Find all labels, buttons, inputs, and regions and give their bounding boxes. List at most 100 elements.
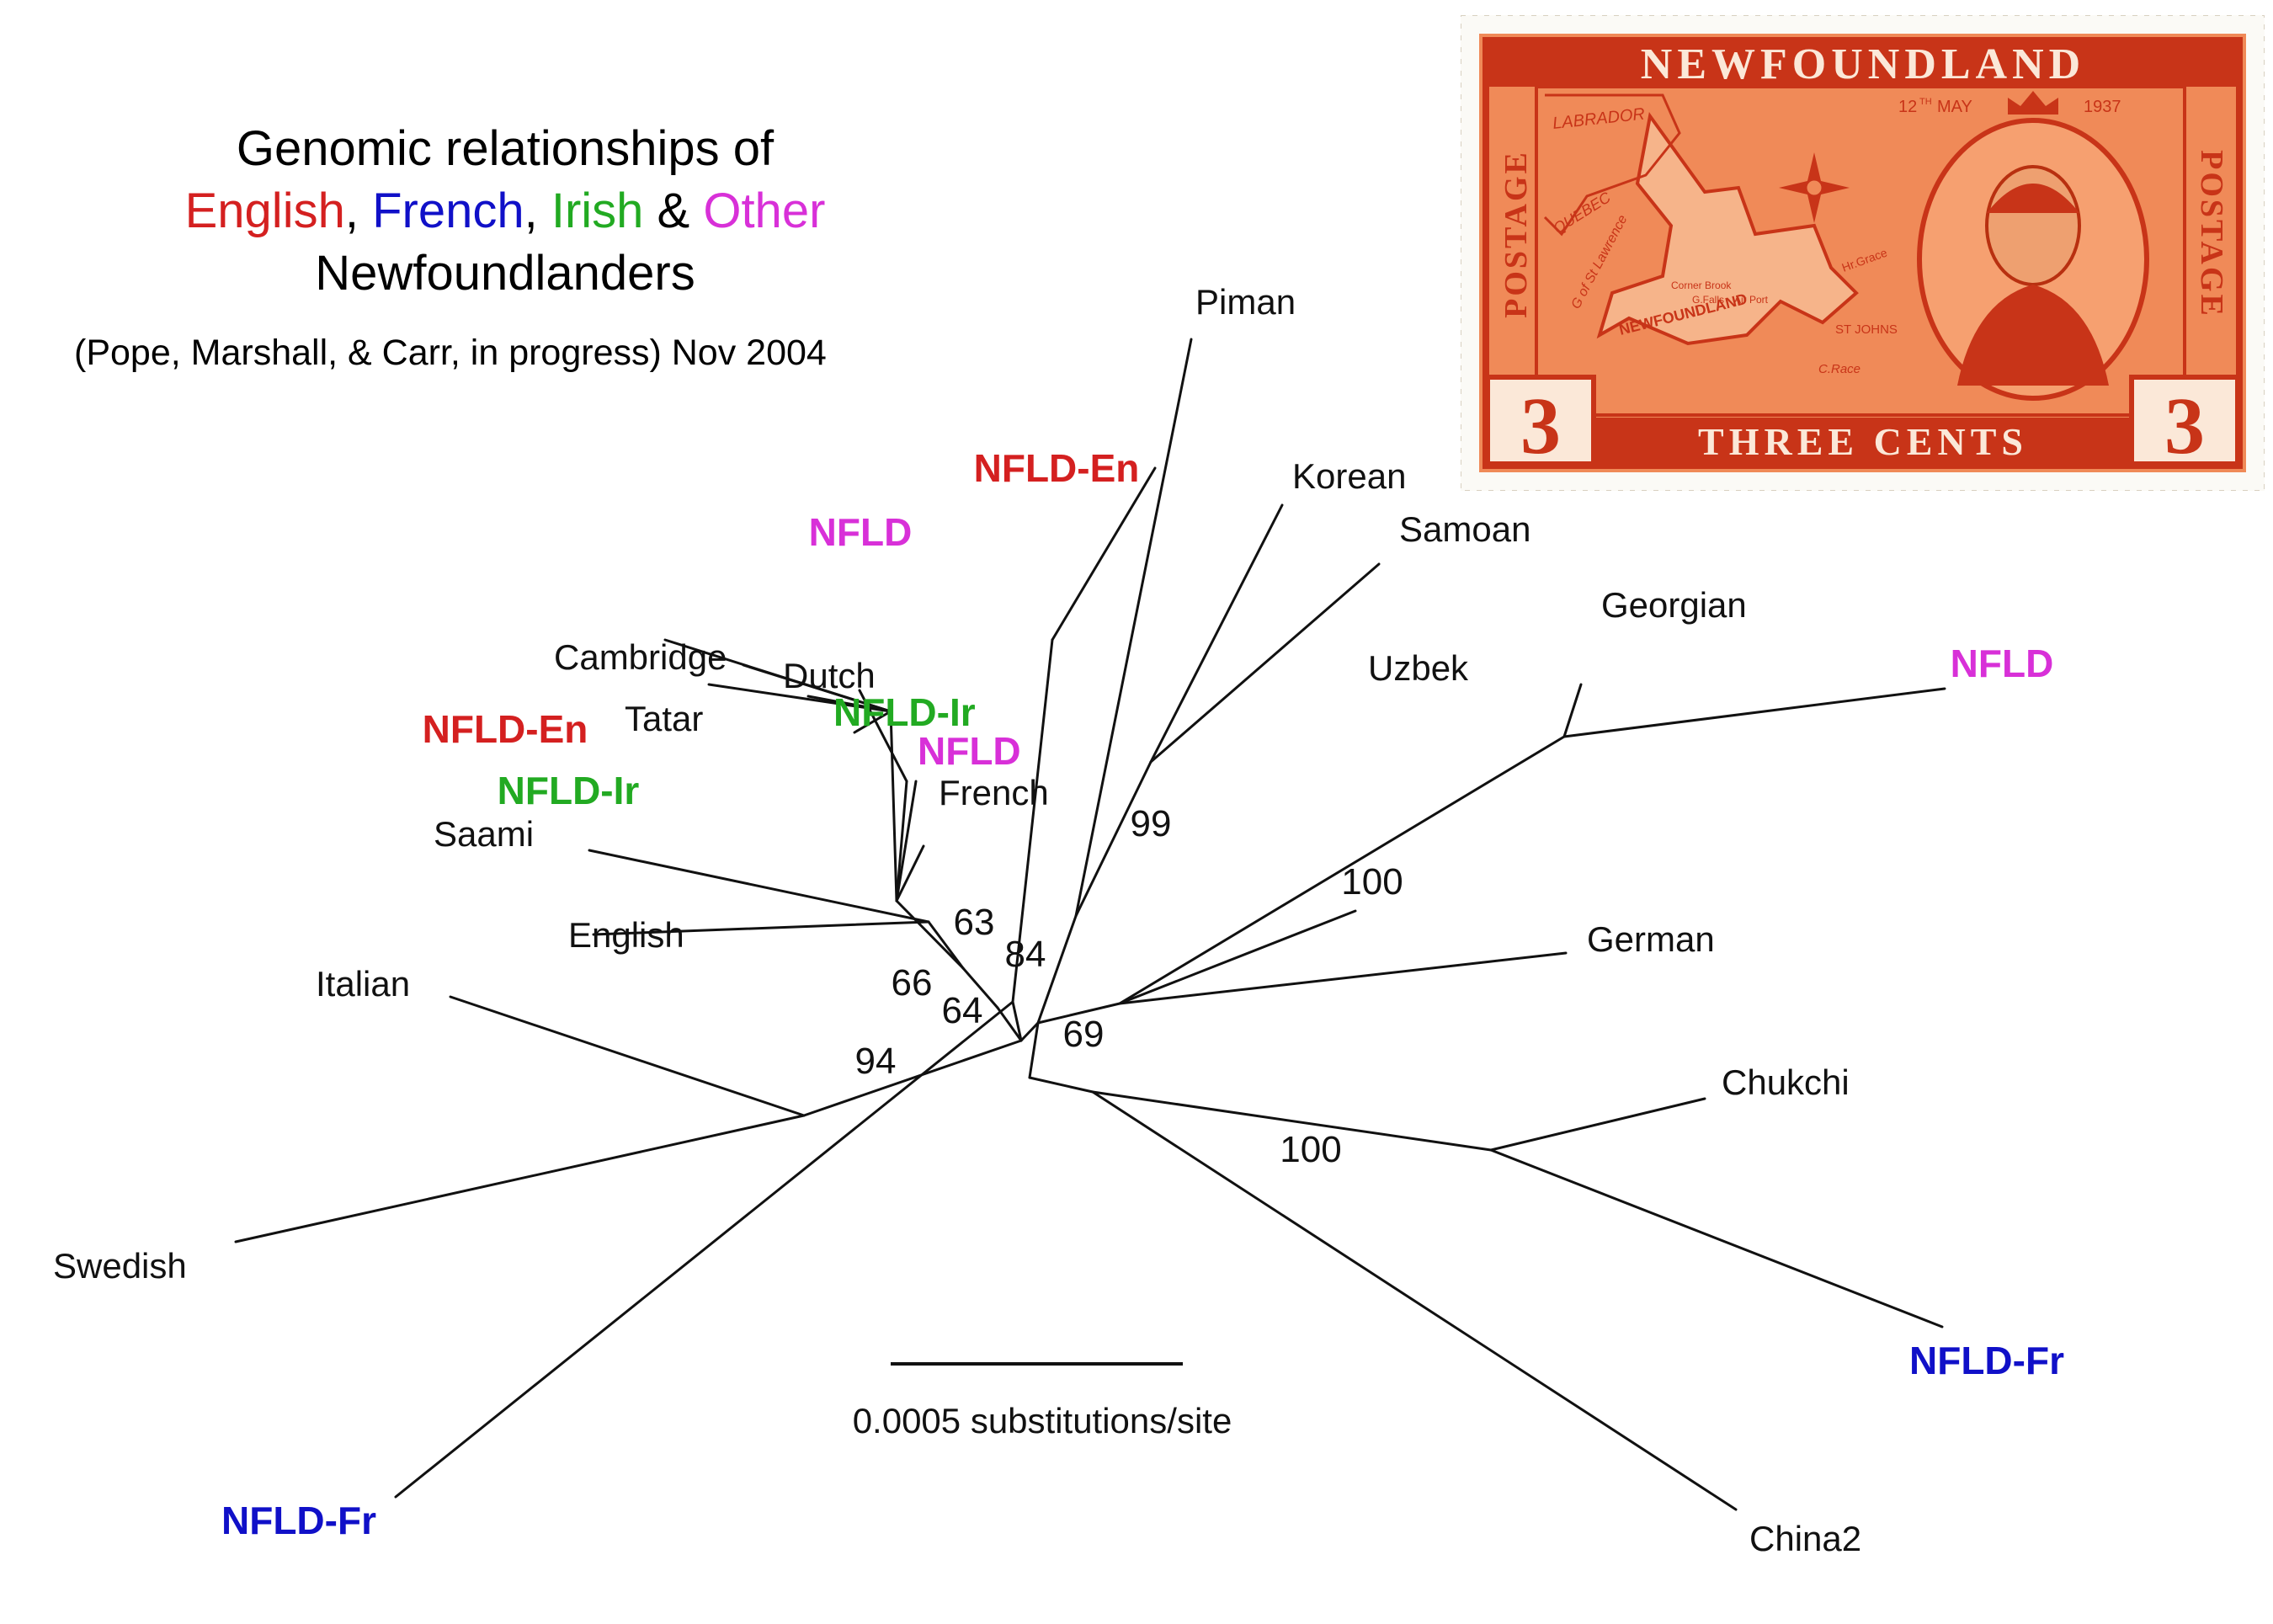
taxon-label: Georgian [1601,585,1747,625]
tree-branch [1118,735,1566,1005]
tree-branch [663,638,892,713]
bootstrap-value: 94 [855,1041,897,1082]
tree-branch [853,710,892,734]
taxon-label: Italian [316,964,410,1004]
stamp-date-month: MAY [1937,98,1972,116]
tree-branch [1019,1021,1040,1042]
tree-branch [592,920,930,936]
stamp-bottom-text: THREE CENTS [1698,420,2028,463]
title-line-3: Newfoundlanders [315,246,695,301]
tree-branch [1118,951,1568,1005]
scale-bar-label: 0.0005 substitutions/site [853,1401,1232,1440]
taxon-label: English [568,915,684,955]
tree-branch [1036,914,1078,1025]
taxon-label: NFLD [918,729,1021,773]
tree-branch [1091,1090,1493,1152]
taxon-label: NFLD-Ir [498,769,640,812]
stamp-date-year: 1937 [2084,98,2121,116]
tree-branch [927,920,965,970]
tree-branch [1051,466,1157,642]
tree-branch [895,844,925,903]
taxon-label: China2 [1749,1519,1861,1558]
tree-branch [588,849,930,924]
stamp-side-text-left: POSTAGE [1498,150,1534,318]
tree-branch [895,780,908,903]
tree-branch [1074,338,1193,918]
tree-branch [889,710,898,903]
bootstrap-value: 69 [1063,1014,1105,1055]
tree-branch [1011,1000,1023,1042]
title-french: French [372,184,524,238]
citation: (Pope, Marshall, & Carr, in progress) No… [74,333,827,373]
tree-branch [858,689,908,783]
tree-branch [895,899,965,970]
stamp-map-label-airport: Air Port [1734,294,1769,306]
taxon-label: German [1587,919,1715,959]
crown-icon [2008,91,2058,114]
title-irish: Irish [551,184,644,238]
newfoundland-stamp: NEWFOUNDLAND THREE CENTS 3 3 POSTAGE POS… [1461,15,2265,491]
tree-branch [1011,638,1054,1004]
stamp-map-label-corner-brook: Corner Brook [1671,280,1732,291]
title-ampersand: & [643,184,704,238]
compass-rose-icon [1779,152,1850,223]
taxon-label: NFLD-Ir [833,690,976,734]
title-separator: , [344,184,373,238]
tree-branch [1118,909,1357,1005]
stamp-island-map [1596,112,1859,346]
stamp-denom-box-right [2129,375,2240,466]
bootstrap-value: 100 [1341,861,1403,903]
stamp-top-text: NEWFOUNDLAND [1641,40,2085,88]
taxon-label: NFLD-Fr [1909,1339,2064,1382]
taxon-label: Tatar [625,699,703,738]
stamp-date-suffix: TH [1919,97,1932,107]
taxon-label: Chukchi [1722,1062,1850,1102]
tree-branch [1149,562,1381,764]
tree-branch [1562,687,1946,738]
title-block: Genomic relationships of English, French… [42,118,968,305]
bootstrap-value: 63 [954,902,995,943]
tree-branch [1074,760,1152,918]
title-line-2: English, French, Irish & Other [42,180,968,242]
taxon-label: French [939,773,1049,812]
taxon-label: NFLD [1951,642,2054,685]
stamp-map-label-st-johns: ST JOHNS [1835,322,1898,337]
taxon-label: NFLD [809,510,913,554]
stamp-side-text-right: POSTAGE [2194,150,2229,318]
taxon-label: NFLD-En [423,707,588,751]
stamp-denom-box-left [1485,375,1596,466]
tree-branch [394,1000,1014,1499]
title-line-1: Genomic relationships of [236,121,775,176]
stamp-denomination-left: 3 [1520,381,1561,471]
bootstrap-value: 99 [1131,803,1172,844]
tree-branch [802,1039,1023,1117]
tree-branch [895,780,918,903]
tree-branch [449,995,806,1117]
bootstrap-value: 84 [1005,934,1046,975]
tree-branches [234,338,1946,1511]
taxon-label: NFLD-En [974,446,1140,490]
bootstrap-value: 64 [942,990,983,1031]
tree-branch [1036,1002,1121,1025]
stamp-map-label-c-race: C.Race [1818,362,1860,376]
tree-branch [1028,1021,1040,1079]
stamp-map-label-gfalls: G.Falls [1692,294,1724,306]
stamp-top-band [1486,40,2239,87]
tree-branch [996,1006,1023,1042]
title-english: English [184,184,345,238]
taxon-label: Piman [1195,282,1296,322]
bootstrap-value: 66 [892,962,933,1004]
stamp-mainland-coast [1543,93,1681,237]
king-portrait [1957,165,2109,386]
title-separator: , [524,184,551,238]
tree-branch [1028,1076,1094,1094]
taxon-label: Cambridge [554,637,727,677]
taxon-label: Dutch [783,656,876,695]
tree-branch [707,683,892,713]
taxon-label: NFLD-Fr [221,1499,376,1542]
tree-branch [1489,1097,1706,1152]
taxon-label: Samoan [1399,509,1530,549]
tree-branch [234,1114,806,1243]
